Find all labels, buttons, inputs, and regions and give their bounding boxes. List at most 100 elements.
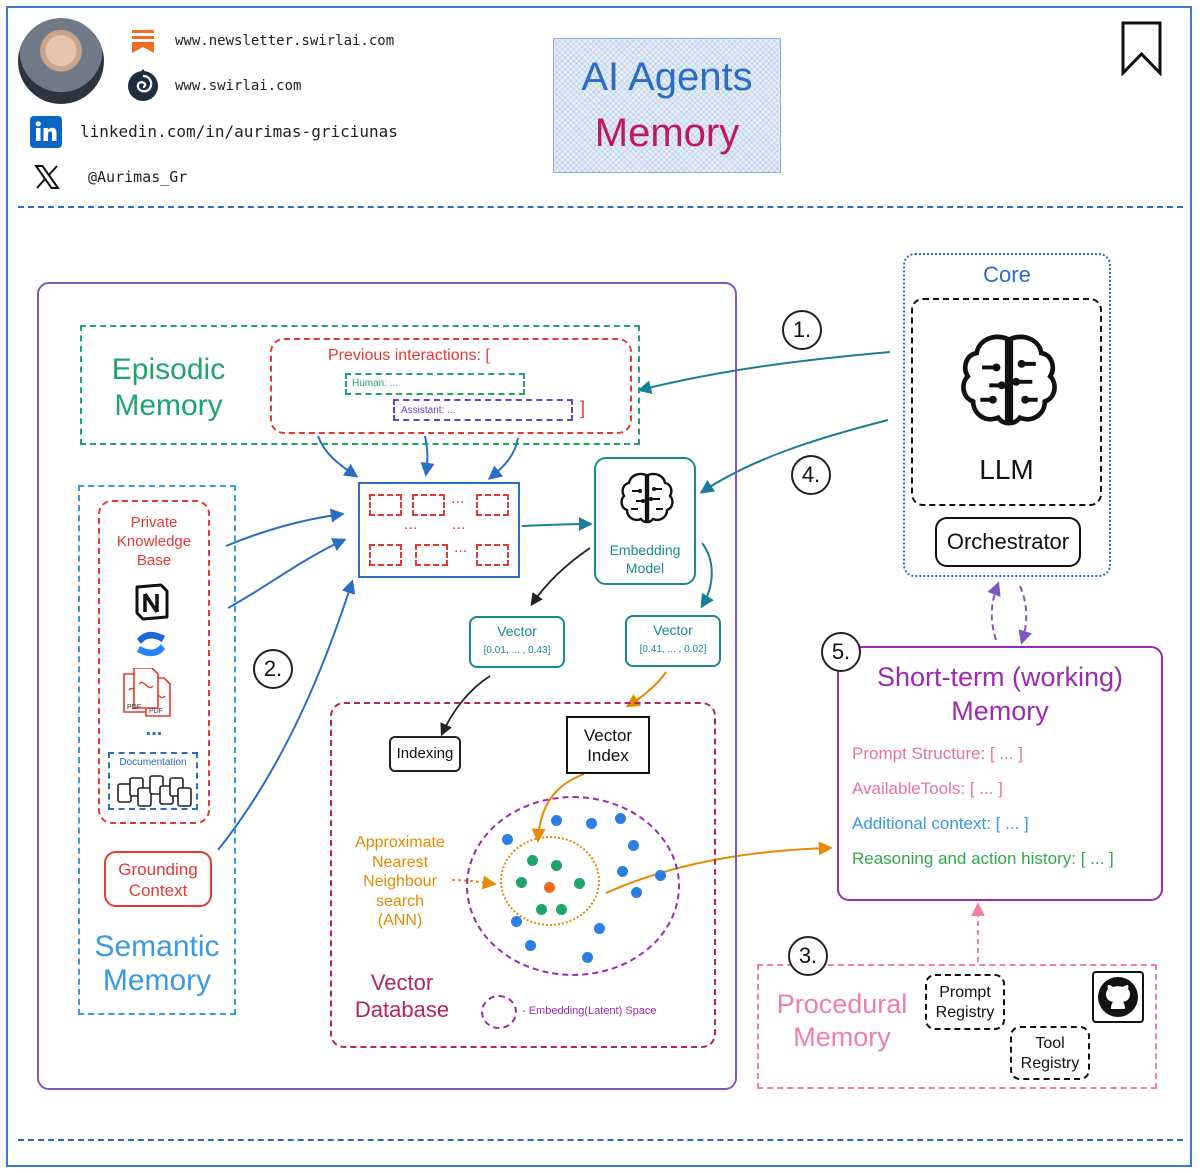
legend-circle (481, 995, 517, 1029)
kb-line-2: Knowledge (116, 533, 192, 550)
embedding-point (628, 840, 639, 851)
chunk-dots: ... (404, 516, 418, 533)
knowledge-base-title: Private Knowledge Base (98, 513, 210, 570)
embedding-point (502, 834, 513, 845)
assistant-entry: Assistant: ... (393, 399, 573, 421)
indexing-box: Indexing (389, 736, 461, 772)
close-bracket: ] (580, 398, 586, 418)
neighbour-point (556, 904, 567, 915)
human-label: Human: ... (352, 378, 399, 389)
chunk-dots: ... (451, 490, 465, 507)
arrow-kb-to-chunks-2 (227, 538, 347, 609)
procedural-line-1: Procedural (776, 989, 908, 1019)
knowledge-base-box (98, 500, 210, 824)
short-term-items: Prompt Structure: [ ... ] AvailableTools… (852, 744, 1157, 884)
arrow-embedding-to-vector-1 (530, 547, 591, 607)
brain-icon (620, 472, 674, 524)
prompt-registry-line-1: Prompt (939, 984, 991, 1001)
ann-cluster-circle (500, 836, 600, 926)
x-handle[interactable]: @Aurimas_Gr (88, 168, 188, 186)
kb-line-3: Base (136, 552, 172, 569)
linkedin-url[interactable]: linkedin.com/in/aurimas-griciunas (80, 122, 398, 141)
vector-database-title: Vector Database (340, 969, 464, 1023)
neighbour-point (536, 904, 547, 915)
embedding-point (594, 923, 605, 934)
ann-label: Approximate Nearest Neighbour search (AN… (340, 833, 460, 931)
bookmark-icon[interactable] (1120, 20, 1164, 77)
embedding-label: Embedding Model (596, 541, 694, 577)
arrow-llm-to-embedding (699, 419, 889, 494)
short-term-memory-box (837, 646, 1163, 901)
tool-registry-line-2: Registry (1020, 1055, 1080, 1072)
vector-box-2: Vector [0.41, ... , 0.02] (625, 615, 721, 667)
pdf-icons: PDF PDF (120, 667, 182, 720)
vector-1-label: Vector (497, 623, 537, 639)
arrow-core-to-shortterm (1018, 585, 1032, 645)
title-line-2: Memory (594, 111, 740, 155)
chunk (369, 544, 402, 566)
step-4-badge: 4. (791, 455, 831, 495)
vector-index-line-1: Vector (583, 726, 633, 745)
chunk (476, 494, 509, 516)
arrow-kb-to-chunks-1 (225, 508, 345, 547)
documentation-label: Documentation (119, 757, 187, 768)
swirl-icon (126, 66, 160, 102)
notion-icon (133, 583, 171, 621)
short-term-item: Reasoning and action history: [ ... ] (852, 849, 1114, 868)
chunk (369, 494, 402, 516)
site-url[interactable]: www.swirlai.com (175, 78, 302, 94)
memory-container (37, 282, 737, 1090)
short-term-item: AvailableTools: [ ... ] (852, 779, 1003, 798)
assistant-label: Assistant: ... (401, 405, 456, 416)
neighbour-point (574, 878, 585, 889)
vector-index-box: Vector Index (566, 716, 650, 774)
procedural-title: Procedural Memory (765, 988, 919, 1054)
semantic-title-line-2: Memory (102, 964, 212, 997)
confluence-icon (134, 627, 168, 661)
procedural-memory-box (757, 964, 1157, 1089)
arrow-episodic-to-chunks-1 (317, 435, 359, 478)
embedding-space-circle (466, 796, 680, 976)
semantic-title: Semantic Memory (78, 930, 236, 998)
pdf-label-1: PDF (127, 704, 141, 711)
vector-index-line-2: Index (587, 746, 629, 765)
step-5-badge: 5. (821, 632, 861, 672)
chunk (476, 544, 509, 566)
title-box: AI Agents Memory (553, 38, 781, 173)
llm-label: LLM (979, 454, 1034, 485)
avatar (18, 18, 104, 104)
previous-interactions-label: Previous interactions: [ (328, 347, 490, 364)
documentation-icon (117, 775, 192, 807)
chunks-box: ... ... ... ... (358, 482, 520, 578)
semantic-title-line-1: Semantic (94, 930, 220, 963)
llm-brain-icon (961, 334, 1057, 426)
neighbour-point (516, 877, 527, 888)
arrow-episodic-to-chunks-2 (420, 435, 435, 477)
short-term-item: Prompt Structure: [ ... ] (852, 744, 1023, 763)
embedding-line-2: Model (625, 560, 665, 576)
vector-db-line-2: Database (354, 997, 450, 1022)
neighbour-point (551, 860, 562, 871)
grounding-line-1: Grounding (118, 860, 198, 879)
human-entry: Human: ... (345, 373, 525, 395)
query-point (544, 882, 555, 893)
header-divider (18, 206, 1183, 208)
short-term-line-2: Memory (951, 696, 1049, 726)
vector-database-box (330, 702, 716, 1048)
embedding-point (617, 866, 628, 877)
vector-2-value: [0.41, ... , 0.02] (639, 644, 707, 655)
arrow-grounding-to-chunks (217, 579, 356, 851)
embedding-point (615, 813, 626, 824)
pdf-label-2: PDF (149, 708, 163, 715)
embedding-point (586, 818, 597, 829)
embedding-point (511, 916, 522, 927)
grounding-line-2: Context (128, 881, 188, 900)
ann-line-1: Approximate (355, 834, 445, 851)
previous-interactions-box (270, 338, 632, 434)
newsletter-url[interactable]: www.newsletter.swirlai.com (175, 33, 395, 49)
embedding-point (525, 940, 536, 951)
prompt-registry-box: Prompt Registry (925, 974, 1005, 1030)
embedding-model-box: Embedding Model (594, 457, 696, 585)
step-2-badge: 2. (253, 649, 293, 689)
